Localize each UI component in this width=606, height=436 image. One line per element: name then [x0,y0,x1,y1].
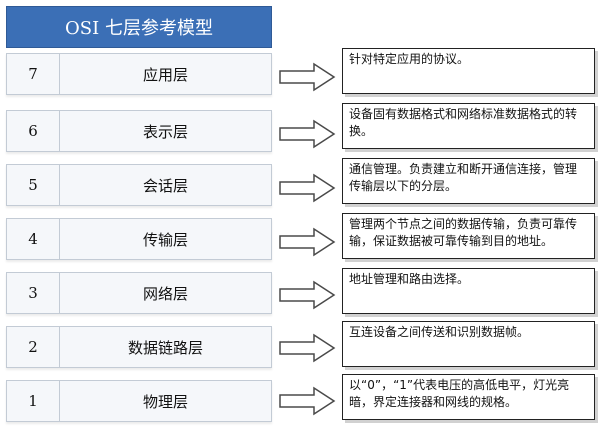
layer-name: 表示层 [142,122,188,141]
layer-name: 网络层 [142,284,188,303]
layer-name: 会话层 [142,176,188,195]
layer-number: 6 [7,111,60,151]
layer-number: 5 [7,165,60,205]
layer-description-2: 互连设备之间传送和识别数据帧。 [342,321,595,367]
layer-description-4: 管理两个节点之间的数据传输，负责可靠传输，保证数据被可靠传输到目的地址。 [342,213,595,259]
right-arrow-icon [279,333,336,363]
layer-row-7: 7 应用层 [6,53,272,95]
layer-description-3: 地址管理和路由选择。 [342,268,595,314]
layer-row-4: 4 传输层 [6,218,272,260]
layer-number: 7 [7,54,60,94]
layer-row-3: 3 网络层 [6,272,272,314]
right-arrow-icon [279,386,336,416]
layer-description-1: 以“0”，“1”代表电压的高低电平，灯光亮暗，界定连接器和网线的规格。 [342,374,595,420]
right-arrow-icon [279,227,336,257]
layer-name: 物理层 [142,392,188,411]
layer-row-5: 5 会话层 [6,164,272,206]
layer-row-6: 6 表示层 [6,110,272,152]
layer-description-7: 针对特定应用的协议。 [342,48,595,94]
right-arrow-icon [279,280,336,310]
layer-number: 2 [7,327,60,367]
diagram-title: OSI 七层参考模型 [6,6,272,48]
layer-name: 传输层 [142,230,188,249]
layer-number: 1 [7,381,60,421]
right-arrow-icon [279,173,336,203]
layer-description-6: 设备固有数据格式和网络标准数据格式的转换。 [342,103,595,149]
layer-number: 4 [7,219,60,259]
layer-description-5: 通信管理。负责建立和断开通信连接，管理传输层以下的分层。 [342,158,595,204]
layer-row-2: 2 数据链路层 [6,326,272,368]
layer-name: 数据链路层 [127,338,203,357]
layer-row-1: 1 物理层 [6,380,272,422]
right-arrow-icon [279,119,336,149]
layer-name: 应用层 [142,65,188,84]
layer-number: 3 [7,273,60,313]
right-arrow-icon [279,62,336,92]
